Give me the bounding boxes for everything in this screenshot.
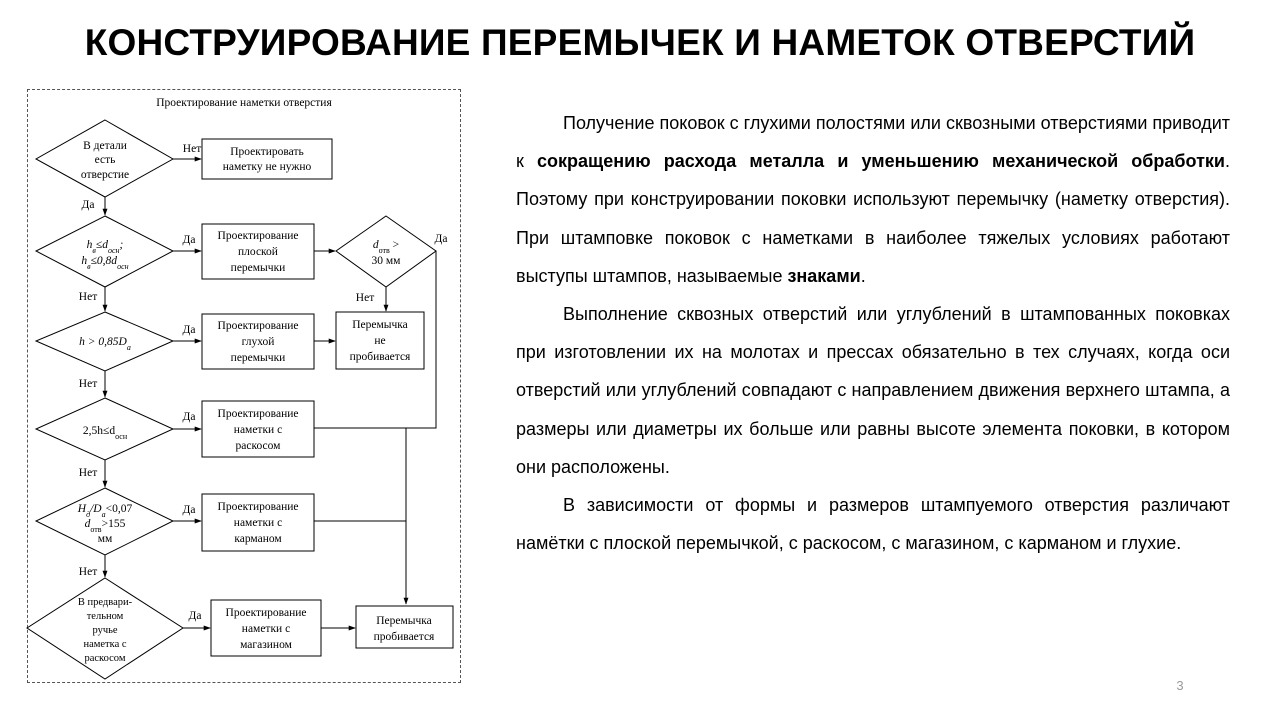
label-yes: Да — [183, 324, 196, 336]
box-web-not-pierced-line3: пробивается — [350, 351, 411, 363]
decision-has-hole-line1: В детали — [83, 140, 127, 152]
paragraph-3: В зависимости от формы и размеров штампу… — [516, 495, 1230, 554]
box-web-not-pierced-line2: не — [374, 335, 385, 347]
decision-preliminary-groove-line2: тельном — [87, 611, 124, 622]
decision-h-ratio — [34, 215, 175, 288]
body-text: Получение поковок с глухими полостями ил… — [516, 104, 1230, 562]
box-with-brace-line3: раскосом — [236, 440, 282, 452]
box-with-magazine-line3: магазином — [240, 639, 293, 651]
label-yes: Да — [435, 233, 448, 245]
label-no: Нет — [183, 143, 201, 155]
label-no: Нет — [79, 467, 97, 479]
label-yes: Да — [183, 504, 196, 516]
box-flat-web-line2: плоской — [238, 246, 278, 258]
slide-title: КОНСТРУИРОВАНИЕ ПЕРЕМЫЧЕК И НАМЕТОК ОТВЕ… — [84, 22, 1196, 63]
box-no-sketch-needed-line2: наметку не нужно — [223, 161, 312, 173]
label-no: Нет — [79, 566, 97, 578]
decision-has-hole-line2: есть — [95, 154, 116, 166]
decision-has-hole-line3: отверстие — [81, 169, 129, 181]
decision-pocket-line1: Hд/Dа<0,07 — [77, 503, 133, 519]
box-with-magazine-line2: наметки с — [242, 623, 290, 635]
box-blind-web-line2: глухой — [242, 336, 275, 348]
paragraph-1-term: знаками — [787, 265, 861, 286]
label-yes: Да — [183, 234, 196, 246]
label-no: Нет — [79, 291, 97, 303]
box-with-pocket-line3: карманом — [234, 533, 282, 545]
decision-preliminary-groove-line4: наметка с — [83, 639, 126, 650]
paragraph-1-part-2: . Поэтому при конструировании поковки ис… — [516, 151, 1230, 286]
box-web-pierced-line1: Перемычка — [376, 615, 432, 627]
box-blind-web-line3: перемычки — [231, 352, 286, 364]
label-yes: Да — [183, 411, 196, 423]
label-yes: Да — [82, 199, 95, 211]
box-flat-web-line3: перемычки — [231, 262, 286, 274]
label-no: Нет — [356, 292, 374, 304]
label-no: Нет — [79, 378, 97, 390]
decision-pocket-line3: мм — [98, 533, 113, 545]
paragraph-1-part-1: Получение поковок с глухими полостями ил… — [516, 113, 1230, 172]
box-no-sketch-needed-line1: Проектировать — [230, 146, 304, 158]
paragraph-1-emphasis: сокращению расхода металла и уменьшению … — [537, 151, 1225, 172]
box-web-not-pierced — [335, 311, 425, 370]
box-blind-web — [201, 313, 315, 370]
decision-hole-diameter-line2: 30 мм — [372, 255, 402, 267]
label-yes: Да — [189, 610, 202, 622]
box-web-pierced-line2: пробивается — [374, 631, 435, 643]
box-web-not-pierced-line1: Перемычка — [352, 319, 408, 331]
paragraph-2: Выполнение сквозных отверстий или углубл… — [516, 304, 1230, 477]
diagram-title: Проектирование наметки отверстия — [156, 97, 332, 109]
box-with-pocket-line2: наметки с — [234, 517, 282, 529]
decision-h-2-5-text: 2,5h≤dосн — [83, 425, 128, 441]
decision-h-diameter-text: h > 0,85Dа — [79, 336, 131, 352]
decision-preliminary-groove-line1: В предвари- — [78, 597, 133, 608]
decision-preliminary-groove-line5: раскосом — [84, 653, 125, 664]
box-blind-web-line1: Проектирование — [218, 320, 299, 332]
box-with-pocket-line1: Проектирование — [218, 501, 299, 513]
paragraph-1-end: . — [860, 265, 866, 286]
flowchart-frame — [27, 89, 461, 683]
decision-hole-diameter-line1: dотв > — [373, 239, 399, 255]
box-with-magazine-line1: Проектирование — [226, 607, 307, 619]
decision-h-ratio-line2: hв≤0,8dосн — [81, 255, 128, 271]
box-with-brace-line2: наметки с — [234, 424, 282, 436]
box-web-pierced — [355, 605, 454, 649]
decision-preliminary-groove — [26, 577, 184, 680]
box-flat-web-line1: Проектирование — [218, 230, 299, 242]
page-number: 3 — [1176, 678, 1184, 693]
decision-preliminary-groove-line3: ручье — [92, 625, 117, 636]
box-with-pocket — [201, 493, 315, 552]
box-no-sketch-needed — [201, 138, 333, 180]
paragraph-1: Получение поковок с глухими полостями ил… — [516, 104, 1230, 295]
box-with-brace — [201, 400, 315, 458]
box-with-brace-line1: Проектирование — [218, 408, 299, 420]
